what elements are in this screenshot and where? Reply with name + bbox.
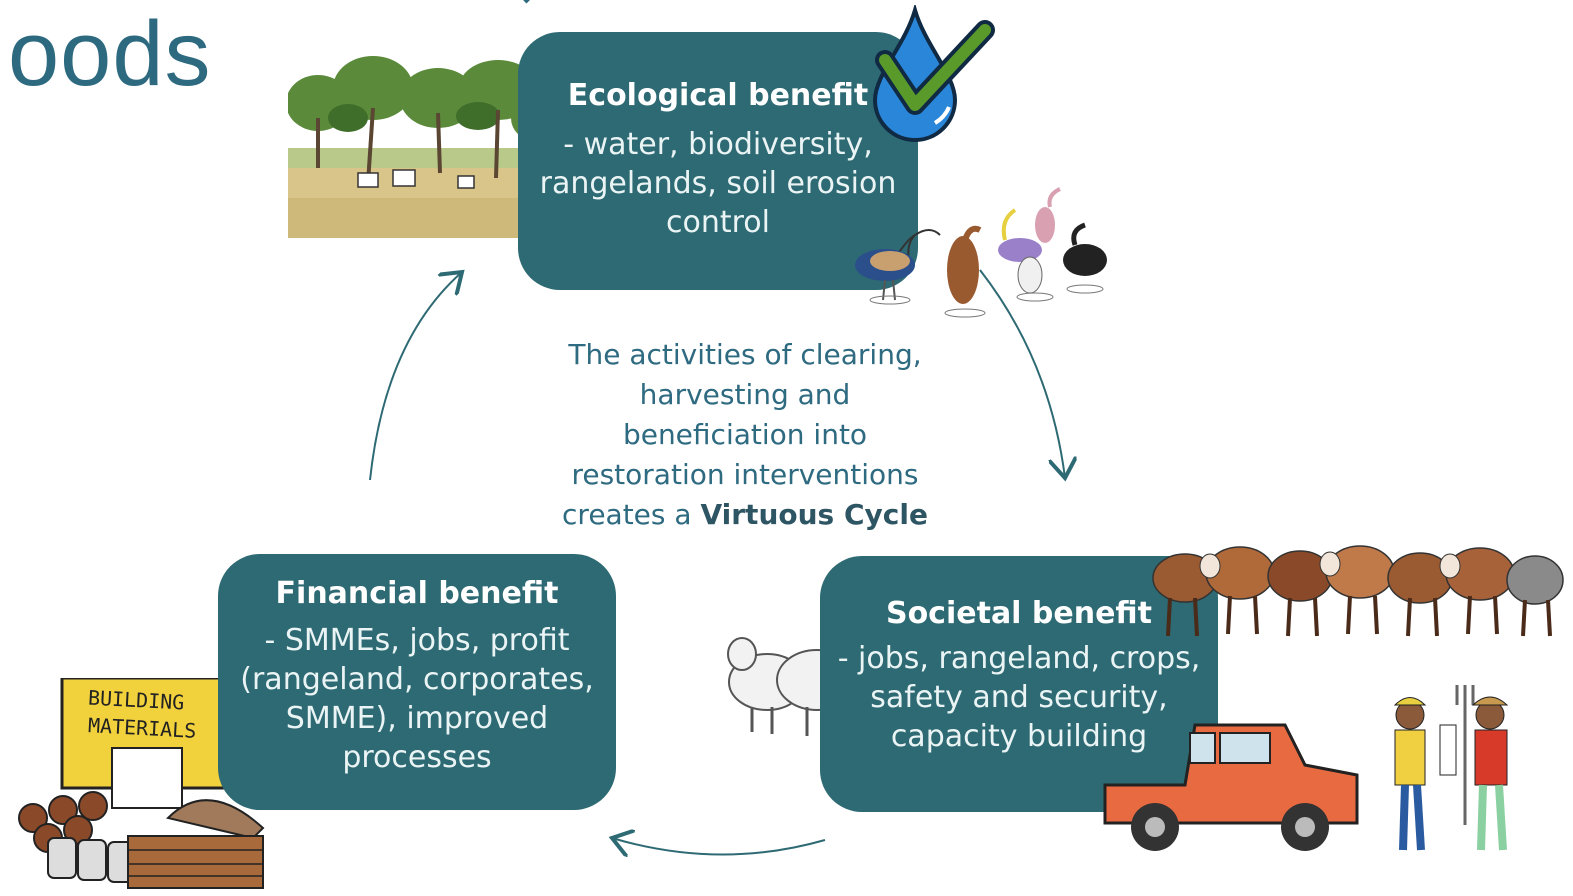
virtuous-cycle-caption: The activities of clearing, harvesting a…: [545, 335, 945, 535]
caption-line: harvesting and: [639, 378, 851, 411]
ecological-body-line: rangelands, soil erosion: [539, 166, 897, 201]
societal-body-line: - jobs, rangeland, crops,: [837, 641, 1201, 676]
savanna-landscape-illustration: [288, 56, 550, 238]
financial-benefit-box: Financial benefit - SMMEs, jobs, profit …: [218, 554, 616, 810]
ecological-benefit-box: Ecological benefit - water, biodiversity…: [518, 32, 918, 290]
cattle-herd-illustration: [1152, 545, 1564, 637]
caption-line: restoration interventions: [571, 458, 919, 491]
arrow-financial-to-ecological: [369, 272, 462, 481]
pickup-truck-illustration: [1103, 723, 1359, 851]
societal-benefit-box: Societal benefit - jobs, rangeland, crop…: [820, 556, 1218, 812]
arrow-ecological-to-societal: [979, 269, 1065, 478]
financial-body-line: - SMMEs, jobs, profit: [264, 623, 570, 658]
societal-benefit-title: Societal benefit: [885, 596, 1153, 631]
financial-body-line: processes: [342, 740, 492, 775]
societal-body-line: safety and security,: [870, 680, 1168, 715]
financial-benefit-body: - SMMEs, jobs, profit (rangeland, corpor…: [218, 621, 616, 777]
societal-benefit-body: - jobs, rangeland, crops, safety and sec…: [820, 639, 1218, 756]
page-title-fragment: oods: [8, 3, 212, 105]
caption-prefix: creates a: [562, 498, 701, 531]
wading-birds-illustration: [855, 187, 1107, 318]
water-drop-check-icon: [872, 5, 995, 142]
financial-benefit-title: Financial benefit: [275, 576, 559, 611]
caption-line: The activities of clearing,: [568, 338, 922, 371]
caption-line: beneficiation into: [622, 418, 868, 451]
financial-body-line: (rangeland, corporates,: [240, 662, 594, 697]
financial-body-line: SMME), improved: [285, 701, 549, 736]
ecological-body-line: - water, biodiversity,: [563, 127, 873, 162]
caption-line-last: creates a Virtuous Cycle: [545, 495, 945, 535]
societal-body-line: capacity building: [890, 719, 1148, 754]
caption-bold-virtuous-cycle: Virtuous Cycle: [700, 498, 928, 531]
arrow-societal-to-financial: [612, 838, 826, 855]
sign-text-building: BUILDING: [87, 685, 185, 715]
ecological-benefit-body: - water, biodiversity, rangelands, soil …: [518, 125, 918, 242]
ecological-body-line: control: [666, 205, 770, 240]
farm-workers-illustration: [1393, 685, 1509, 851]
ecological-benefit-title: Ecological benefit: [567, 78, 869, 113]
